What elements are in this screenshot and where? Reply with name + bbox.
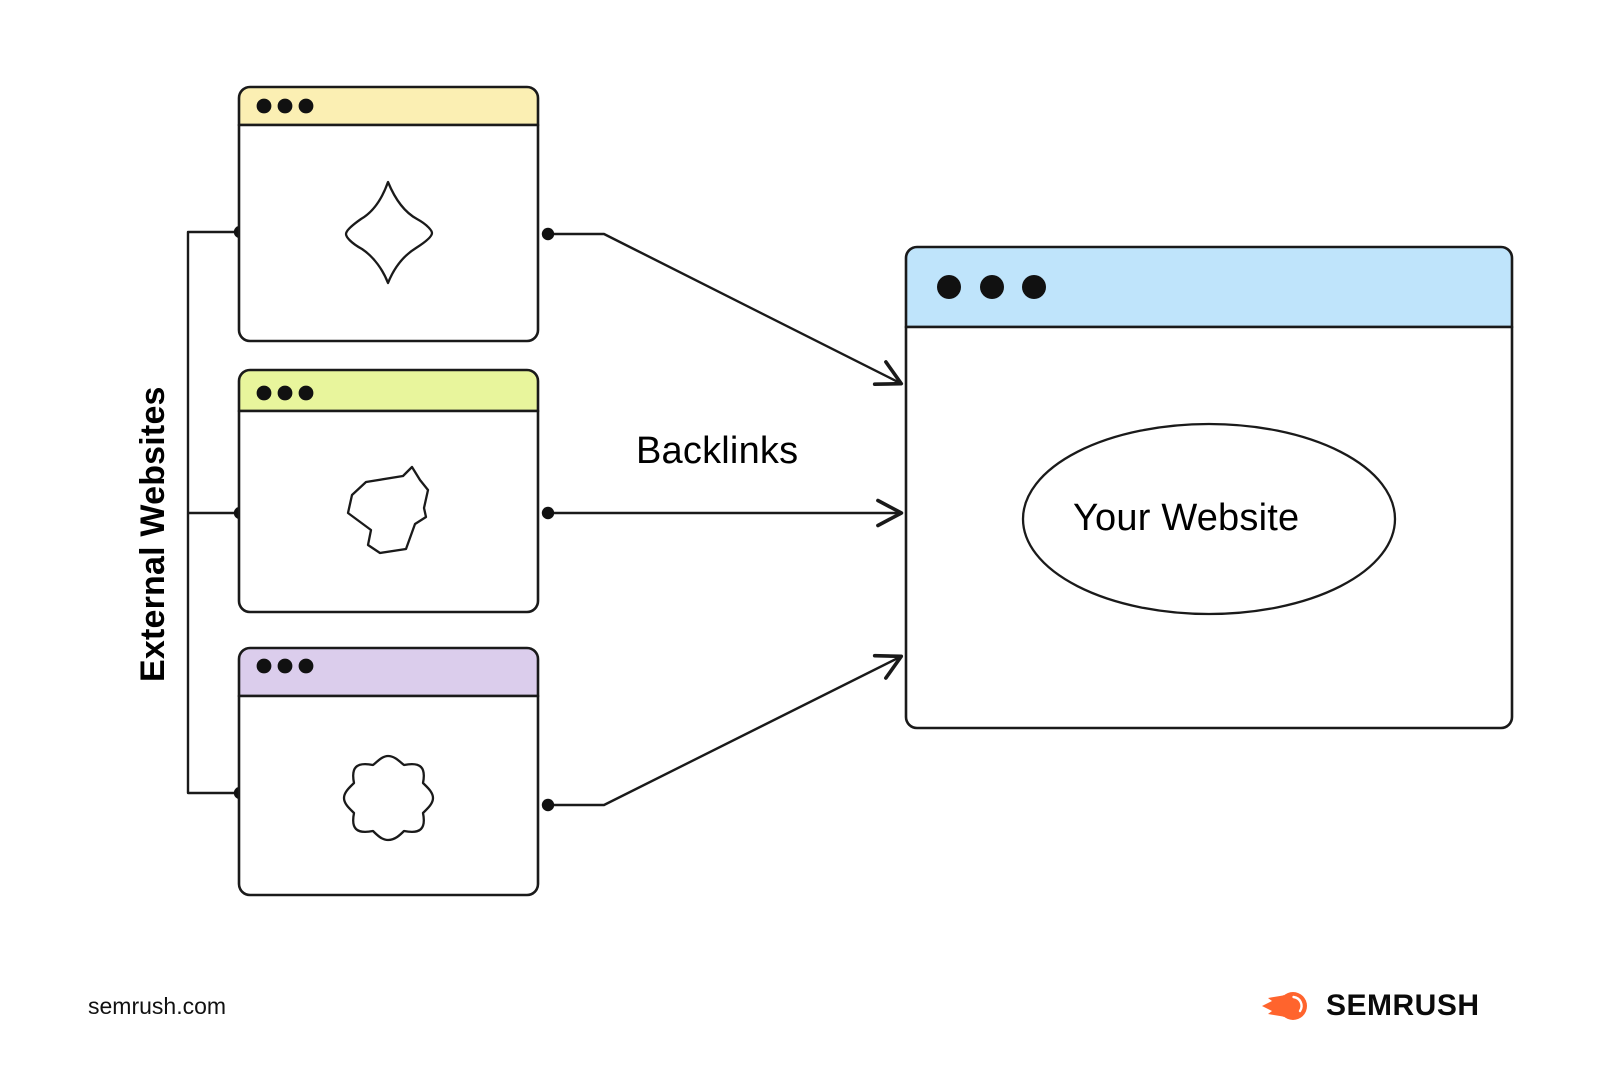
external-website-1[interactable] [237,85,540,343]
external-website-3[interactable] [237,646,540,897]
window-titlebar-2 [237,368,540,413]
window-dots-3 [256,658,314,674]
rounded-diamond-icon [344,180,434,285]
window-titlebar-3 [237,646,540,698]
target-window-dots [937,275,1046,299]
window-dots-2 [256,385,314,401]
window-dots-1 [256,98,314,114]
scalloped-flower-icon [342,754,435,842]
your-website-ellipse [1021,422,1397,616]
backlink-node-1 [541,227,555,241]
backlink-arrow-1 [541,227,904,387]
semrush-wordmark: SEMRUSH [1326,989,1480,1022]
backlink-node-3 [541,798,555,812]
backlink-arrow-2 [541,498,904,528]
backlinks-label: Backlinks [636,430,799,472]
semrush-comet-icon [1262,992,1307,1020]
source-url-label: semrush.com [88,993,227,1019]
your-website-window[interactable] [904,245,1514,730]
blob-heptagon-icon [346,465,430,555]
backlink-node-2 [541,506,555,520]
backlink-arrow-3 [541,653,904,812]
your-website-label: Your Website [1073,497,1300,539]
target-window-titlebar [904,245,1514,329]
external-website-2[interactable] [237,368,540,614]
semrush-logo: SEMRUSH [1262,986,1480,1026]
external-websites-label: External Websites [134,386,172,682]
external-websites-bracket [186,225,247,800]
window-titlebar-1 [237,85,540,127]
